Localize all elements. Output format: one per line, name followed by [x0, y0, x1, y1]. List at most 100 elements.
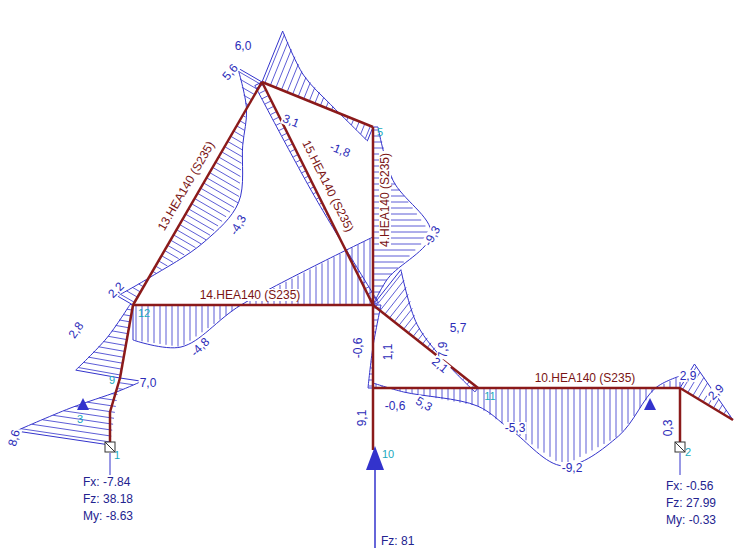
moment-diagram	[16, 378, 142, 445]
hatch-line	[389, 294, 408, 318]
hatch-line	[373, 262, 404, 263]
hatch-line	[562, 388, 563, 465]
hatch-line	[214, 305, 215, 324]
reaction-line	[680, 453, 681, 475]
hatch-line	[466, 388, 467, 404]
moment-value: -9,3	[421, 223, 443, 249]
frame-member	[262, 82, 373, 305]
moment-value: 2,9	[679, 370, 698, 382]
hatch-line	[237, 126, 245, 130]
moment-diagram	[373, 270, 478, 392]
node-number: 11	[484, 391, 495, 402]
hatch-line	[186, 214, 214, 230]
hatch-line	[413, 328, 420, 337]
hatch-line	[640, 388, 641, 408]
moment-diagram	[255, 82, 379, 305]
hatch-line	[634, 388, 635, 416]
moment-value: -4,8	[188, 335, 213, 360]
fixed-support	[105, 442, 115, 452]
member-label: 4.HEA140 (S235)	[379, 151, 391, 249]
moment-value: 9,1	[356, 409, 368, 428]
moment-diagram	[373, 127, 431, 305]
hatch-line	[370, 239, 371, 305]
moment-curve	[16, 381, 142, 431]
moment-value: -0,6	[384, 400, 407, 412]
hatch-line	[226, 305, 227, 316]
moment-diagram	[76, 304, 133, 378]
hatch-line	[98, 347, 124, 352]
hatch-line	[373, 274, 392, 275]
hatch-line	[119, 320, 130, 322]
hatch-line	[160, 305, 161, 344]
moment-curve	[368, 305, 381, 388]
hatch-line	[430, 388, 431, 397]
hatch-line	[180, 224, 206, 239]
hatch-line	[174, 235, 196, 248]
hatch-line	[195, 199, 226, 217]
moment-value: 7,0	[139, 377, 158, 389]
hatch-line	[676, 378, 677, 388]
hatch-line	[222, 152, 242, 163]
reaction-value: Fz: 81	[381, 535, 414, 547]
moment-curve	[401, 270, 475, 392]
hatch-line	[202, 305, 203, 332]
hatch-line	[132, 287, 140, 292]
hatch-line	[231, 136, 243, 143]
reaction-value: Fz: 38.18	[83, 493, 133, 505]
hatch-line	[598, 388, 599, 447]
hinge-support	[77, 398, 89, 410]
moment-value: 5,6	[219, 61, 240, 83]
hatch-line	[120, 294, 134, 302]
frame-member	[372, 127, 375, 305]
hatch-line	[544, 388, 545, 453]
moment-curve	[373, 376, 680, 466]
hatch-line	[580, 388, 581, 457]
frame-member	[372, 388, 375, 450]
hatch-line	[165, 250, 179, 258]
hatch-line	[361, 124, 365, 135]
hatch-line	[219, 157, 241, 170]
hatch-line	[216, 162, 241, 176]
frame-member	[262, 82, 373, 127]
hatch-line	[183, 219, 210, 235]
hatch-line	[116, 325, 129, 327]
reaction-arrowhead	[366, 446, 384, 470]
moment-curve	[117, 68, 246, 296]
hatch-line	[21, 429, 110, 442]
hatch-line	[408, 322, 416, 332]
hatch-line	[399, 308, 412, 325]
hatch-line	[373, 280, 387, 281]
hatch-line	[616, 388, 617, 437]
moment-value: 2,8	[66, 319, 87, 341]
member-label: 13.HEA140 (S235)	[155, 138, 218, 235]
hatch-line	[210, 173, 240, 190]
moment-value: -5,3	[504, 422, 527, 434]
moment-diagram	[368, 305, 381, 388]
moment-value: 2,2	[105, 279, 127, 301]
frame-member	[133, 304, 373, 307]
moment-end	[373, 270, 401, 305]
hatch-line	[298, 78, 306, 97]
hatch-line	[287, 64, 298, 92]
hatch-line	[32, 424, 111, 436]
node-number: 9	[109, 375, 115, 386]
hatch-line	[586, 388, 587, 454]
hatch-line	[93, 352, 123, 357]
reaction-line	[110, 453, 111, 475]
hatch-line	[88, 357, 122, 363]
hatch-line	[460, 388, 461, 403]
hatch-line	[472, 388, 473, 405]
hatch-line	[328, 260, 329, 305]
moment-end	[262, 31, 283, 82]
hatch-line	[136, 305, 137, 340]
frame-member	[373, 387, 680, 390]
hatch-line	[189, 209, 218, 226]
hatch-line	[234, 131, 244, 137]
hatch-line	[334, 257, 335, 305]
node-number: 5	[377, 127, 383, 138]
hatch-line	[364, 242, 365, 305]
hatch-line	[380, 280, 404, 310]
hatch-line	[574, 388, 575, 460]
hinge-support	[644, 398, 656, 410]
